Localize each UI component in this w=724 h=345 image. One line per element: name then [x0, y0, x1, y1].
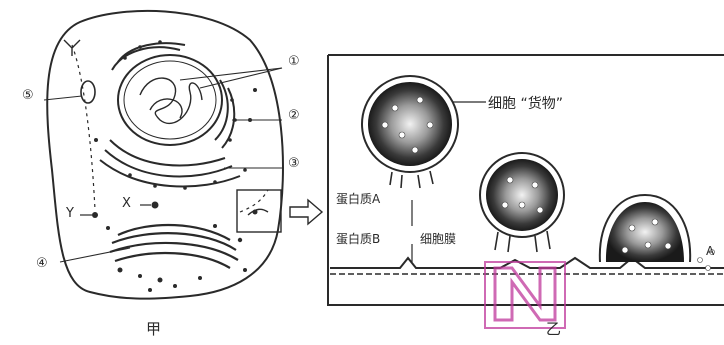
caption-jia: 甲 [146, 320, 162, 338]
label-cargo: 细胞 “货物” [488, 96, 563, 112]
vesicle-1 [361, 75, 459, 173]
rough-er [99, 42, 241, 188]
label-3: ③ [288, 156, 300, 171]
zoom-arrow [289, 198, 324, 226]
golgi-apparatus [109, 223, 239, 269]
label-x: X [122, 196, 131, 211]
label-leaders [43, 67, 283, 263]
label-edge-a: A [706, 244, 715, 258]
cargo-particles [381, 96, 715, 271]
panel-b-leaders [411, 101, 486, 262]
caption-yi: 乙 [546, 320, 562, 338]
nucleus [117, 54, 223, 146]
label-5: ⑤ [22, 88, 34, 103]
watermark-n-logo [493, 266, 557, 322]
watermark [484, 261, 566, 329]
label-protein-b: 蛋白质B [336, 232, 381, 246]
golgi-vesicles [106, 224, 247, 292]
cell-outline [46, 9, 284, 300]
label-4: ④ [36, 256, 48, 271]
label-y: Y [66, 206, 74, 221]
label-2: ② [288, 108, 300, 123]
panel-frame [327, 54, 724, 306]
label-1: ① [288, 54, 300, 69]
vesicle-3 [598, 193, 692, 263]
chromatin [139, 77, 203, 125]
organelle-5 [80, 80, 96, 104]
label-protein-a: 蛋白质A [336, 192, 381, 206]
y-marker [63, 39, 81, 56]
protein-anchors [389, 170, 434, 189]
membrane-panel [327, 54, 724, 306]
vesicle-y [92, 212, 98, 218]
vesicle-x [151, 201, 159, 209]
vesicle-tracks [71, 44, 269, 213]
cell-panel [43, 9, 284, 300]
zoom-box [236, 189, 282, 233]
label-cell-membrane: 细胞膜 [420, 232, 457, 246]
